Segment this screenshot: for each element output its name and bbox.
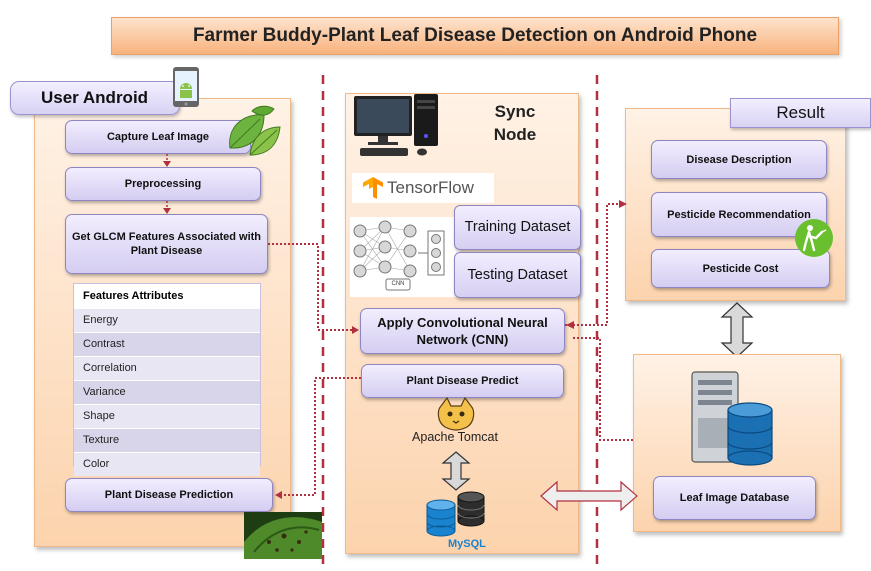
cnn-caption: CNN	[391, 281, 405, 287]
feature-row: Contrast	[74, 332, 260, 356]
desktop-computer-icon	[352, 92, 452, 158]
apply-cnn-box: Apply Convolutional Neural Network (CNN)	[360, 308, 565, 354]
capture-leaf-image-box: Capture Leaf Image	[65, 120, 251, 154]
apache-tomcat-label: Apache Tomcat	[412, 430, 498, 444]
mysql-label: MySQL	[448, 538, 486, 550]
cnn-network-image: CNN	[350, 217, 460, 297]
result-header: Result	[730, 98, 871, 128]
pesticide-recommendation-box: Pesticide Recommendation	[651, 192, 827, 237]
disease-description-box: Disease Description	[651, 140, 827, 179]
android-phone-icon	[172, 67, 200, 107]
tomcat-mysql-arrow	[441, 451, 471, 491]
sync-node-header: Sync Node	[493, 102, 537, 144]
features-header: Features Attributes	[74, 284, 260, 308]
pesticide-sprayer-icon	[794, 218, 834, 258]
glcm-features-box: Get GLCM Features Associated with Plant …	[65, 214, 268, 274]
leaves-icon	[222, 103, 282, 159]
tensorflow-text: TensorFlow	[387, 178, 474, 197]
leaf-image-database-box: Leaf Image Database	[653, 476, 816, 520]
predict-to-prediction-connector	[283, 377, 361, 496]
plant-disease-predict-box: Plant Disease Predict	[361, 364, 564, 398]
feature-row: Color	[74, 452, 260, 476]
pesticide-cost-box: Pesticide Cost	[651, 249, 830, 288]
tensorflow-logo: TensorFlow	[352, 173, 494, 203]
diagram-title: Farmer Buddy-Plant Leaf Disease Detectio…	[111, 17, 839, 55]
training-dataset-box: Training Dataset	[454, 205, 581, 250]
preprocessing-box: Preprocessing	[65, 167, 261, 201]
glcm-to-cnn-connector	[268, 243, 352, 331]
plant-disease-prediction-box: Plant Disease Prediction	[65, 478, 273, 512]
feature-row: Variance	[74, 380, 260, 404]
tensorflow-icon	[363, 177, 383, 199]
testing-dataset-box: Testing Dataset	[454, 252, 581, 298]
database-server-icon	[684, 368, 784, 468]
tomcat-icon	[433, 396, 479, 432]
user-android-header: User Android	[10, 81, 180, 115]
mysql-icon	[422, 489, 492, 547]
sync-db-arrow	[540, 480, 638, 512]
feature-row: Correlation	[74, 356, 260, 380]
feature-row: Energy	[74, 308, 260, 332]
cnn-to-result-connector	[565, 203, 620, 326]
feature-row: Shape	[74, 404, 260, 428]
feature-row: Texture	[74, 428, 260, 452]
db-to-cnn-connector	[573, 337, 633, 441]
diseased-leaf-photo	[244, 512, 322, 559]
features-table: Features Attributes Energy Contrast Corr…	[73, 283, 261, 476]
